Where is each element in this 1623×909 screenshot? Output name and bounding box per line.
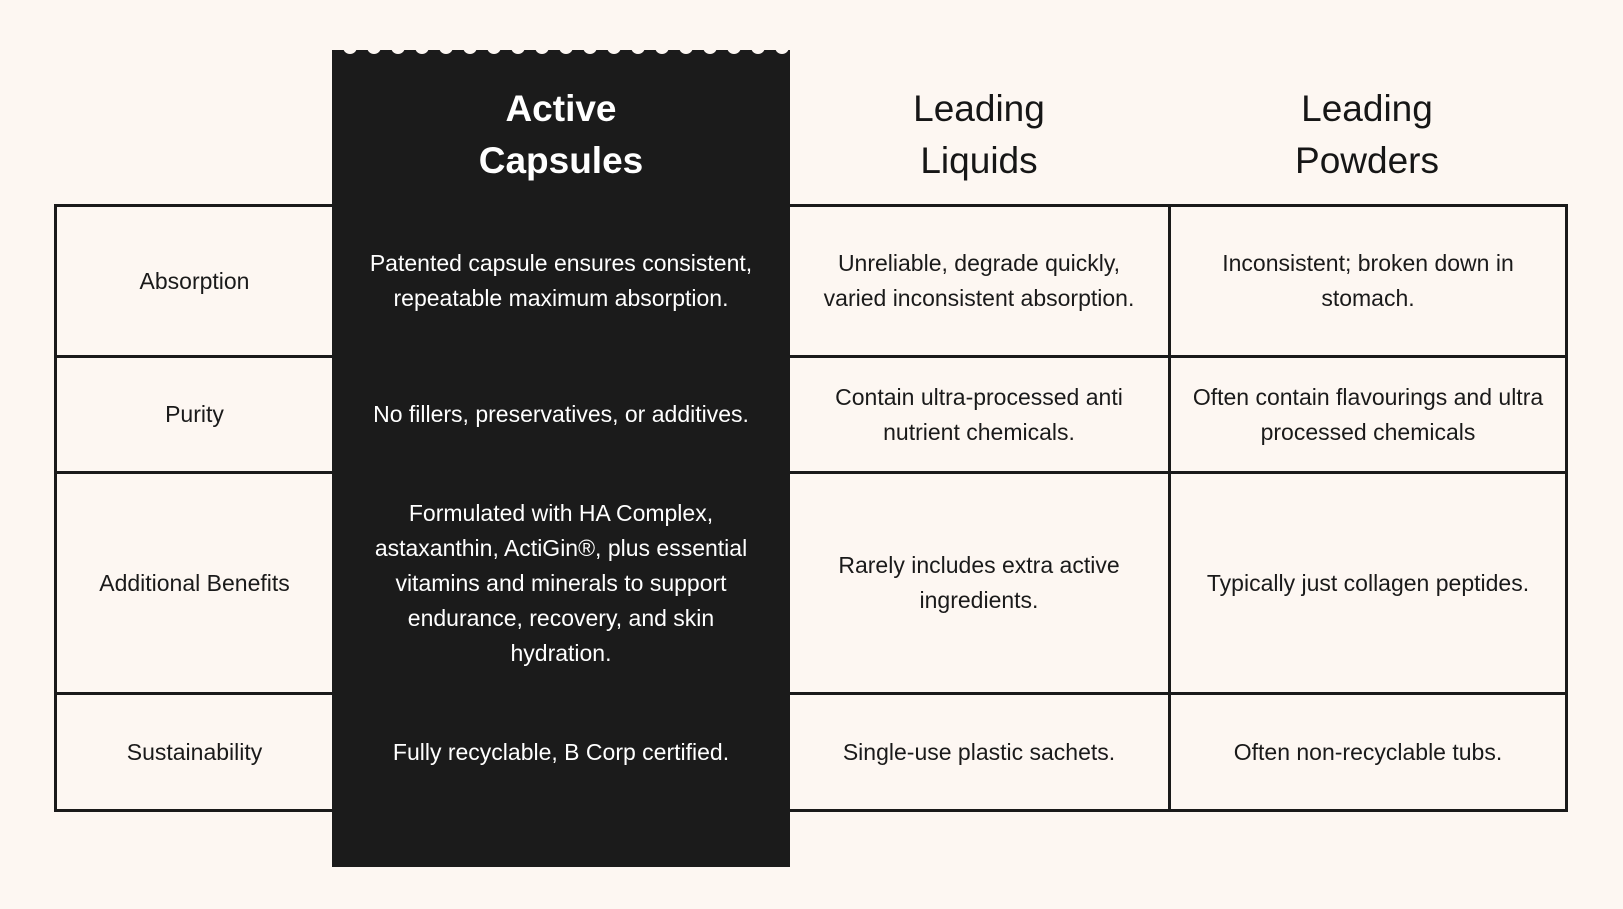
cell-powders-purity: Often contain flavourings and ultra proc… — [1192, 383, 1544, 445]
header-active-capsules: Active Capsules — [478, 88, 644, 181]
cell-active-sustainability: Fully recyclable, B Corp certified. — [392, 738, 730, 765]
row-divider — [54, 355, 1568, 358]
table-row-label: Sustainability — [126, 738, 263, 765]
cell-liquids-benefits: Rarely includes extra active ingredients… — [838, 552, 1120, 613]
cell-active-benefits: Formulated with HA Complex, astaxanthin,… — [374, 499, 748, 666]
cell-powders-absorption: Inconsistent; broken down in stomach. — [1222, 250, 1514, 311]
cell-powders-benefits: Typically just collagen peptides. — [1206, 569, 1530, 596]
table-grid — [54, 204, 1568, 812]
cell-liquids-purity: Contain ultra-processed anti nutrient ch… — [835, 383, 1123, 445]
header-leading-liquids: Leading Liquids — [913, 88, 1045, 181]
header-leading-powders: Leading Powders — [1295, 88, 1439, 181]
cell-active-absorption: Patented capsule ensures consistent, rep… — [369, 250, 753, 311]
cell-liquids-sustainability: Single-use plastic sachets. — [842, 738, 1116, 765]
cell-liquids-absorption: Unreliable, degrade quickly, varied inco… — [823, 250, 1135, 311]
table-row-label: Additional Benefits — [99, 569, 290, 596]
column-divider — [1168, 204, 1171, 812]
scalloped-edge — [343, 41, 789, 54]
active-capsules-column-overlay — [332, 200, 790, 816]
cell-powders-sustainability: Often non-recyclable tubs. — [1233, 738, 1503, 765]
row-divider — [54, 692, 1568, 695]
cell-active-purity: No fillers, preservatives, or additives. — [373, 401, 749, 427]
table-row-label: Absorption — [139, 267, 250, 294]
table-row-label: Purity — [165, 401, 224, 427]
row-divider — [54, 471, 1568, 474]
